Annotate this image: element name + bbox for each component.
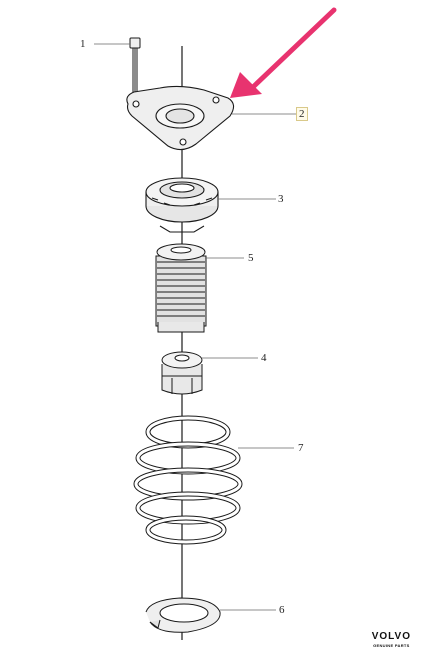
part-bump-stop bbox=[162, 352, 202, 394]
part-coil-spring bbox=[136, 418, 240, 542]
part-top-mount bbox=[127, 86, 234, 149]
callout-label-2: 2 bbox=[296, 107, 308, 121]
callout-label-5: 5 bbox=[248, 252, 254, 264]
brand-subtitle: GENUINE PARTS bbox=[373, 643, 410, 648]
callout-label-1: 1 bbox=[80, 38, 86, 50]
part-lower-seat bbox=[146, 598, 220, 632]
highlight-arrow bbox=[230, 10, 334, 98]
part-dust-boot bbox=[156, 244, 206, 332]
part-bearing bbox=[146, 178, 218, 232]
callout-label-3: 3 bbox=[278, 193, 284, 205]
brand-logo: VOLVO GENUINE PARTS bbox=[372, 631, 411, 648]
callout-label-7: 7 bbox=[298, 442, 304, 454]
brand-name: VOLVO bbox=[371, 631, 411, 642]
callout-label-4: 4 bbox=[261, 352, 267, 364]
part-bolt bbox=[130, 38, 140, 98]
callout-label-6: 6 bbox=[279, 604, 285, 616]
